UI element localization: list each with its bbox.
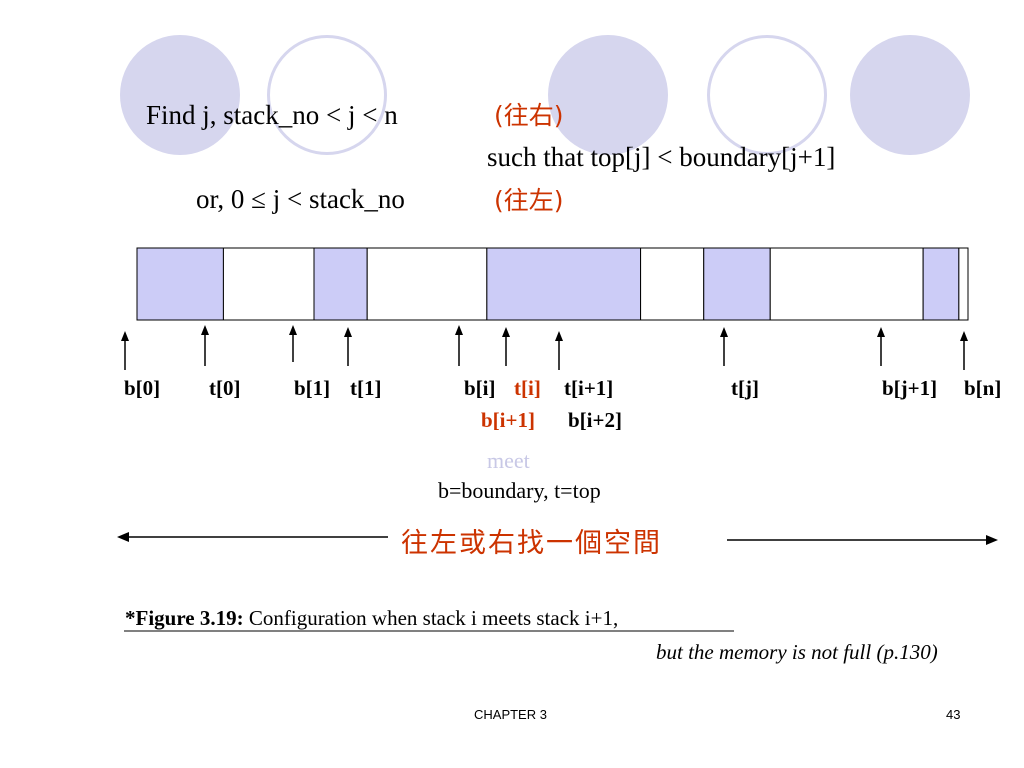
pointer-arrow-bn-head — [960, 331, 968, 341]
memory-segment-used — [703, 247, 771, 321]
pointer-arrow-b0-head — [121, 331, 129, 341]
decor-circle-2 — [267, 35, 387, 155]
memory-segment-free — [640, 247, 705, 321]
pointer-arrows — [121, 325, 968, 370]
pointer-arrow-t1-head — [344, 327, 352, 337]
pointer-arrow-ti-head — [502, 327, 510, 337]
meet-label: meet — [487, 448, 530, 473]
pointer-label-t0: t[0] — [209, 376, 241, 400]
figure-caption-line-2: but the memory is not full (p.130) — [656, 640, 938, 664]
memory-segment-free — [958, 247, 969, 321]
memory-segment-free — [769, 247, 924, 321]
condition-line-1: Find j, stack_no < j < n — [146, 100, 398, 130]
pointer-label-bn: b[n] — [964, 376, 1002, 400]
decor-circle-5 — [850, 35, 970, 155]
search-direction-text: 往左或右找一個空間 — [401, 528, 662, 559]
decor-circle-1 — [120, 35, 240, 155]
legend-text: b=boundary, t=top — [438, 478, 601, 503]
pointer-label-ti: t[i] — [514, 376, 541, 400]
footer-chapter: CHAPTER 3 — [474, 707, 547, 722]
figure-caption-label: *Figure 3.19: — [125, 606, 244, 630]
pointer-label-b1: b[1] — [294, 376, 331, 400]
footer-page-number: 43 — [946, 707, 961, 722]
pointer-label-b0: b[0] — [124, 376, 161, 400]
memory-segment-free — [222, 247, 315, 321]
memory-segment-used — [486, 247, 642, 321]
figure-caption-text: Configuration when stack i meets stack i… — [243, 606, 619, 630]
memory-segment-used — [136, 247, 224, 321]
pointer-label-bi1: b[i+1] — [481, 408, 535, 432]
pointer-label-bi: b[i] — [464, 376, 496, 400]
memory-segment-used — [313, 247, 368, 321]
pointer-label-bi2: b[i+2] — [568, 408, 622, 432]
pointer-arrow-t0-head — [201, 325, 209, 335]
pointer-label-tj: t[j] — [731, 376, 759, 400]
memory-segment-free — [366, 247, 488, 321]
pointer-arrow-ti1-head — [555, 331, 563, 341]
pointer-arrow-tj-head — [720, 327, 728, 337]
pointer-arrow-bj1-head — [877, 327, 885, 337]
condition-line-2: such that top[j] < boundary[j+1] — [487, 142, 836, 172]
search-arrow-right-head — [986, 535, 998, 545]
condition-line-3: or, 0 ≤ j < stack_no — [196, 184, 405, 214]
pointer-label-ti1: t[i+1] — [564, 376, 614, 400]
decor-circle-3 — [548, 35, 668, 155]
pointer-arrow-b1-head — [289, 325, 297, 335]
condition-right-note: (往右) — [494, 101, 564, 130]
condition-left-note: (往左) — [494, 186, 564, 215]
search-arrow-left-head — [117, 532, 129, 542]
memory-bar — [136, 247, 969, 321]
pointer-arrow-bi-head — [455, 325, 463, 335]
figure-caption: *Figure 3.19: Configuration when stack i… — [125, 606, 618, 631]
memory-segment-used — [922, 247, 960, 321]
pointer-label-t1: t[1] — [350, 376, 382, 400]
pointer-label-bj1: b[j+1] — [882, 376, 938, 400]
decor-circle-4 — [707, 35, 827, 155]
